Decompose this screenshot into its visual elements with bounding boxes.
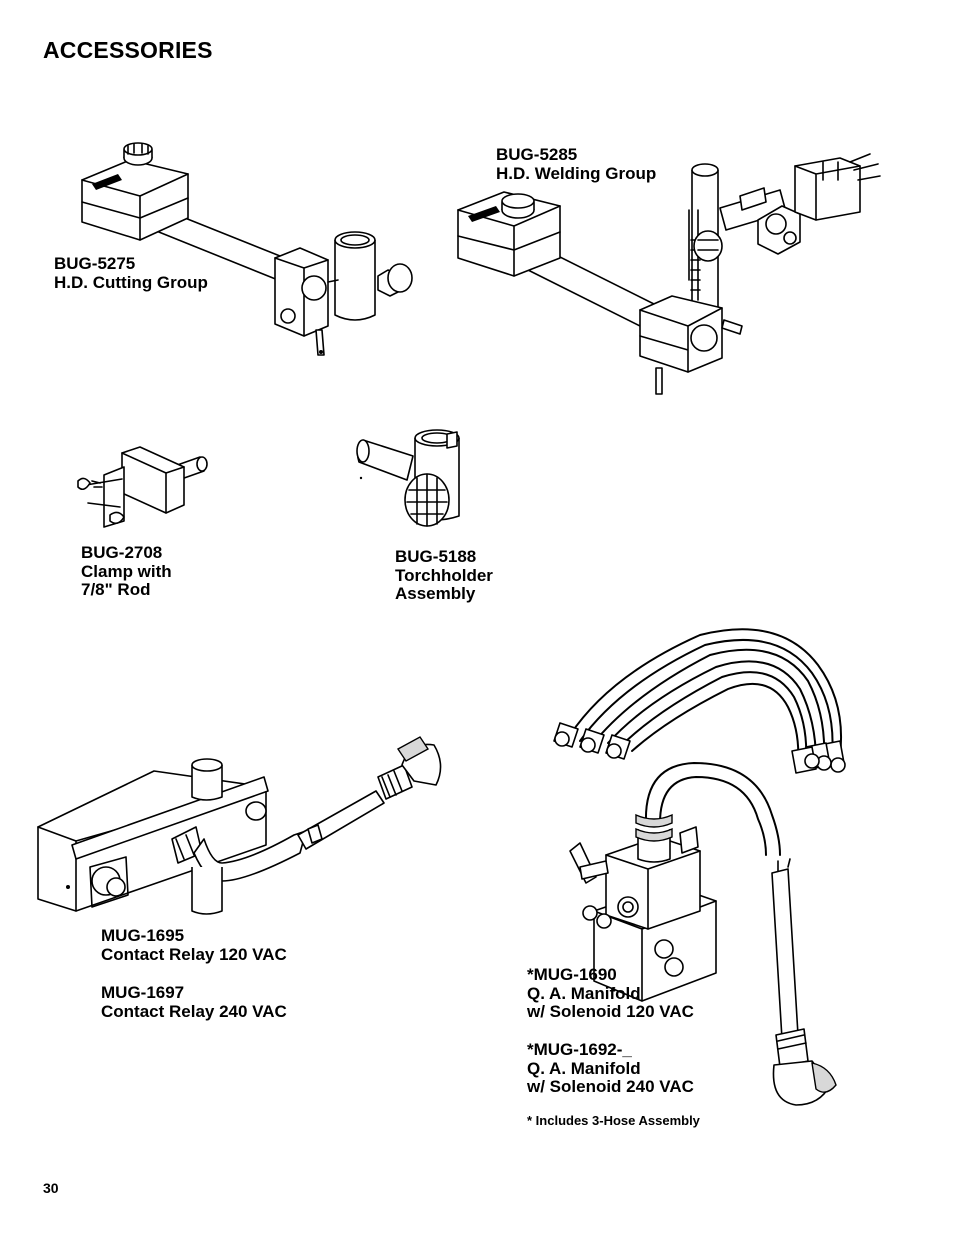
page-number: 30 [43,1180,59,1196]
bug-5188-label: BUG-5188 Torchholder Assembly [395,547,493,604]
torchholder-illustration [355,428,470,538]
part-description-2: 7/8" Rod [81,580,151,599]
welding-group-illustration [440,150,890,395]
footnote: * Includes 3-Hose Assembly [527,1113,700,1128]
part-description-2: w/ Solenoid 120 VAC [527,1002,694,1021]
part-description: Clamp with [81,561,172,581]
part-description: Contact Relay 120 VAC [101,944,287,964]
bug-5285-label: BUG-5285 H.D. Welding Group [496,145,657,183]
part-number: BUG-5275 [54,254,136,273]
part-number: MUG-1695 [101,926,185,945]
part-number: BUG-5188 [395,547,477,566]
part-number: *MUG-1690 [527,965,617,984]
manifold-hose-illustration [550,615,880,1110]
mug-1690-label: *MUG-1690 Q. A. Manifold w/ Solenoid 120… [527,965,694,1022]
part-description: H.D. Cutting Group [54,272,208,292]
part-description: Q. A. Manifold [527,983,641,1003]
part-description: Q. A. Manifold [527,1058,641,1078]
part-description: Contact Relay 240 VAC [101,1001,287,1021]
part-number: BUG-5285 [496,145,578,164]
part-description-2: Assembly [395,584,476,603]
page-title: ACCESSORIES [43,37,213,63]
part-number: BUG-2708 [81,543,163,562]
part-description: H.D. Welding Group [496,163,657,183]
part-description-2: w/ Solenoid 240 VAC [527,1077,694,1096]
mug-1697-label: MUG-1697 Contact Relay 240 VAC [101,983,287,1021]
cutting-group-illustration [60,140,390,365]
contact-relay-illustration [36,735,446,925]
part-number: *MUG-1692-_ [527,1040,632,1059]
bug-5275-label: BUG-5275 H.D. Cutting Group [54,254,208,292]
mug-1692-label: *MUG-1692-_ Q. A. Manifold w/ Solenoid 2… [527,1040,694,1097]
clamp-rod-illustration [74,445,214,535]
mug-1695-label: MUG-1695 Contact Relay 120 VAC [101,926,287,964]
bug-2708-label: BUG-2708 Clamp with 7/8" Rod [81,543,172,600]
part-description: Torchholder [395,565,493,585]
part-number: MUG-1697 [101,983,185,1002]
